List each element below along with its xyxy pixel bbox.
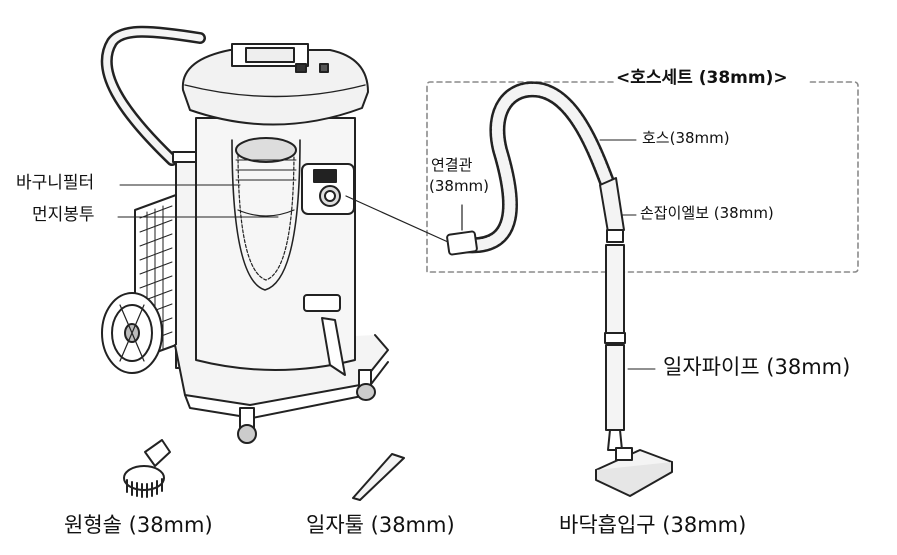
straight-pipe-label: 일자파이프 (38mm) <box>663 355 851 379</box>
filter-label: 바구니필터 <box>16 173 95 193</box>
connector-label-line2: (38mm) <box>429 177 490 195</box>
rear-wheel <box>101 292 163 374</box>
connector-label-line1: 연결관 <box>431 156 473 174</box>
floor-nozzle-label: 바닥흡입구 (38mm) <box>559 513 747 537</box>
round-brush-label: 원형솔 (38mm) <box>64 513 213 537</box>
straight-pipe <box>604 244 626 451</box>
corrugated-hose <box>457 81 618 254</box>
hose-set-dashed-box <box>426 81 859 273</box>
dust-bag-label: 먼지봉투 <box>32 205 95 225</box>
hose-set-title: <호스세트 (38mm)> <box>616 68 788 88</box>
crevice-tool <box>352 453 405 501</box>
round-brush <box>123 439 171 498</box>
hose-label: 호스(38mm) <box>642 129 730 147</box>
tank-head <box>181 43 369 126</box>
inlet-pointer-line <box>345 195 449 243</box>
tank-body <box>195 117 356 376</box>
crevice-tool-label: 일자툴 (38mm) <box>306 513 455 537</box>
handle-elbow-label: 손잡이엘보 (38mm) <box>640 204 774 222</box>
connector-fitting <box>446 204 478 256</box>
inlet-box <box>301 163 355 215</box>
handle-elbow <box>599 177 625 243</box>
handle-bar <box>100 25 206 166</box>
floor-nozzle <box>595 447 673 497</box>
